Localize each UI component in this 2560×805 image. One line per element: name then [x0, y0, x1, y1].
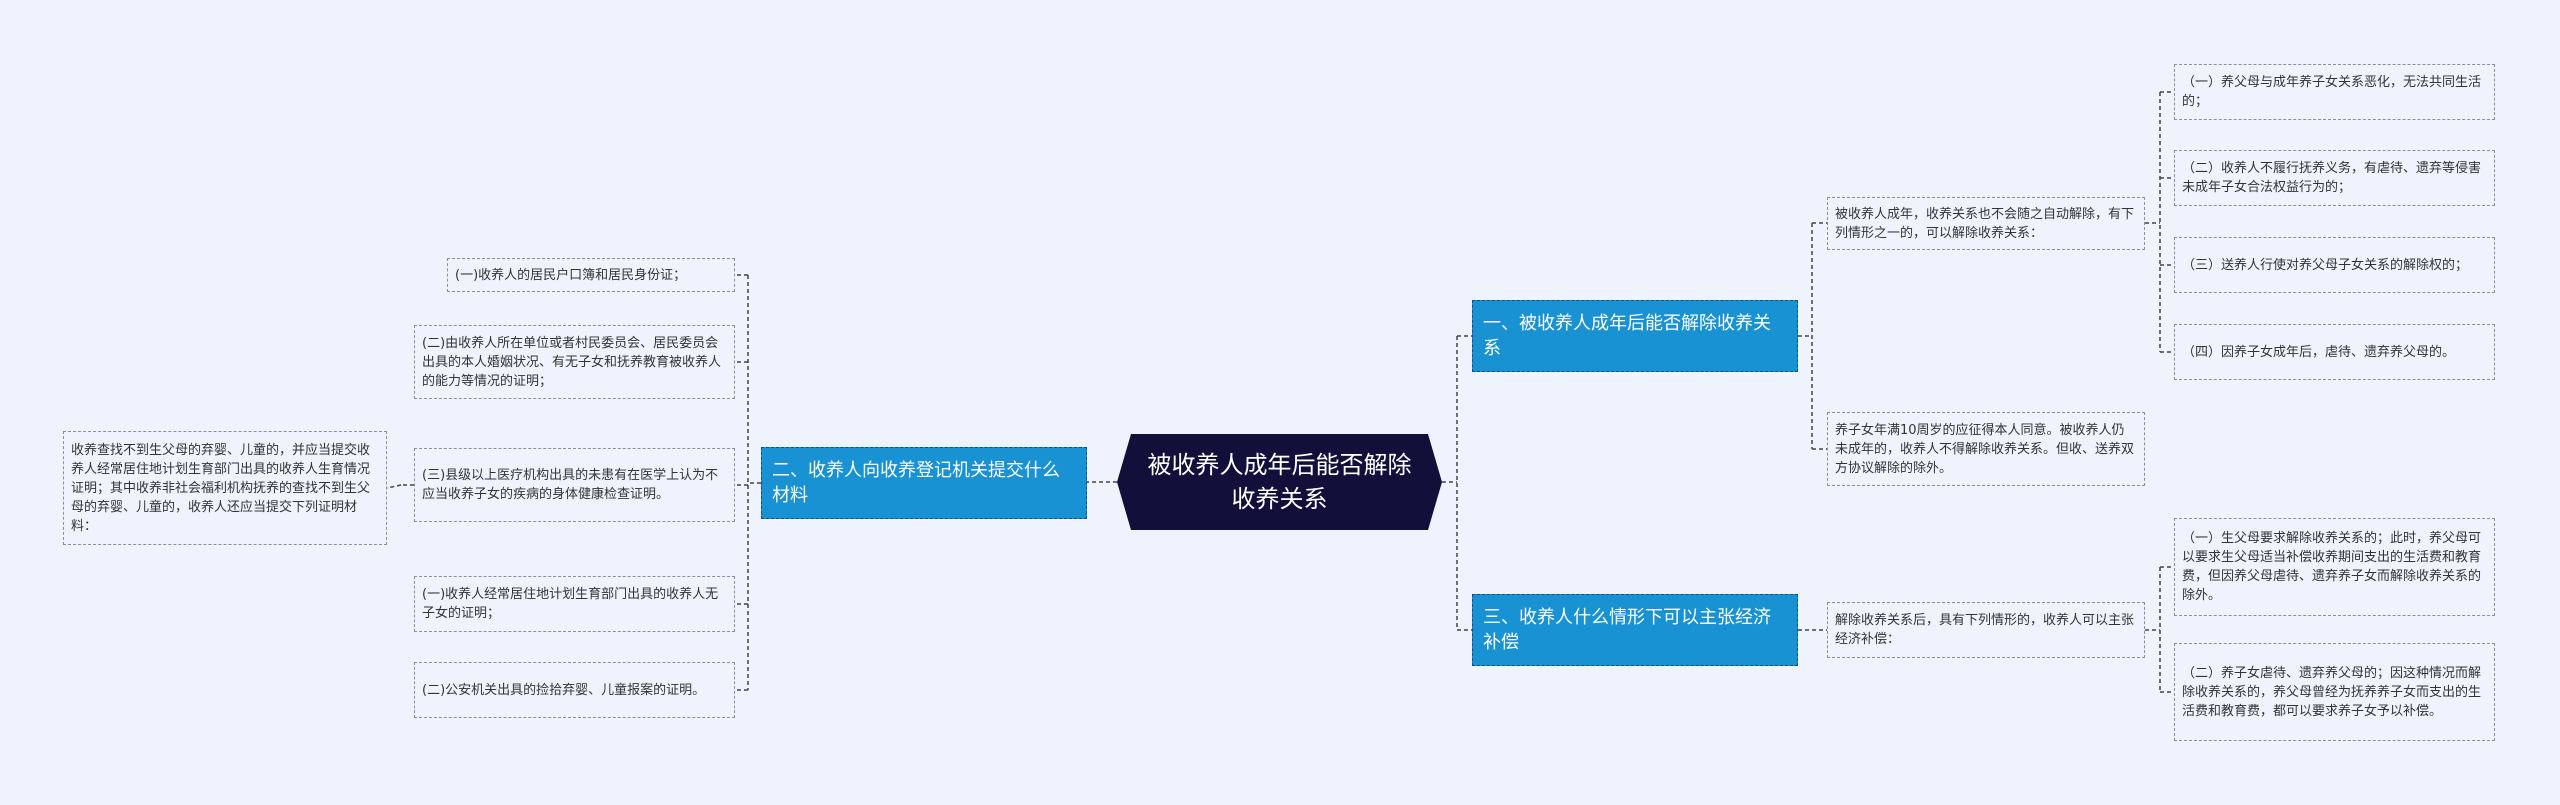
b2-leaf-3[interactable]: (三)县级以上医疗机构出具的未患有在医学上认为不应当收养子女的疾病的身体健康检查… — [414, 448, 735, 522]
b3-mid[interactable]: 解除收养关系后，具有下列情形的，收养人可以主张经济补偿： — [1827, 602, 2145, 658]
b3-leaf-2[interactable]: （二）养子女虐待、遗弃养父母的；因这种情况而解除收养关系的，养父母曾经为抚养养子… — [2174, 643, 2495, 741]
branch-1[interactable]: 一、被收养人成年后能否解除收养关系 — [1472, 300, 1798, 372]
b1-mid-2[interactable]: 养子女年满10周岁的应征得本人同意。被收养人仍未成年的，收养人不得解除收养关系。… — [1827, 412, 2145, 486]
b2-far-left-note[interactable]: 收养查找不到生父母的弃婴、儿童的，并应当提交收养人经常居住地计划生育部门出具的收… — [63, 431, 387, 545]
branch-3[interactable]: 三、收养人什么情形下可以主张经济补偿 — [1472, 594, 1798, 666]
b3-leaf-1[interactable]: （一）生父母要求解除收养关系的；此时，养父母可以要求生父母适当补偿收养期间支出的… — [2174, 518, 2495, 616]
root-title: 被收养人成年后能否解除收养关系 — [1147, 451, 1412, 513]
b1-leaf-1[interactable]: （一）养父母与成年养子女关系恶化，无法共同生活的； — [2174, 64, 2495, 120]
b2-leaf-1[interactable]: (一)收养人的居民户口簿和居民身份证； — [447, 258, 735, 292]
root-node[interactable]: 被收养人成年后能否解除收养关系 — [1117, 434, 1442, 530]
branch-2[interactable]: 二、收养人向收养登记机关提交什么材料 — [761, 447, 1087, 519]
b2-leaf-5[interactable]: (二)公安机关出具的捡拾弃婴、儿童报案的证明。 — [414, 662, 735, 718]
connector-line — [386, 484, 402, 489]
b1-leaf-4[interactable]: （四）因养子女成年后，虐待、遗弃养父母的。 — [2174, 324, 2495, 380]
root-hexagon-shape — [1117, 434, 1442, 530]
b2-leaf-4[interactable]: (一)收养人经常居住地计划生育部门出具的收养人无子女的证明； — [414, 576, 735, 632]
b1-mid-1[interactable]: 被收养人成年，收养关系也不会随之自动解除，有下列情形之一的，可以解除收养关系： — [1827, 197, 2145, 250]
b1-leaf-3[interactable]: （三）送养人行使对养父母子女关系的解除权的； — [2174, 237, 2495, 293]
b1-leaf-2[interactable]: （二）收养人不履行抚养义务，有虐待、遗弃等侵害未成年子女合法权益行为的； — [2174, 150, 2495, 206]
b2-leaf-2[interactable]: (二)由收养人所在单位或者村民委员会、居民委员会出具的本人婚姻状况、有无子女和抚… — [414, 325, 735, 399]
